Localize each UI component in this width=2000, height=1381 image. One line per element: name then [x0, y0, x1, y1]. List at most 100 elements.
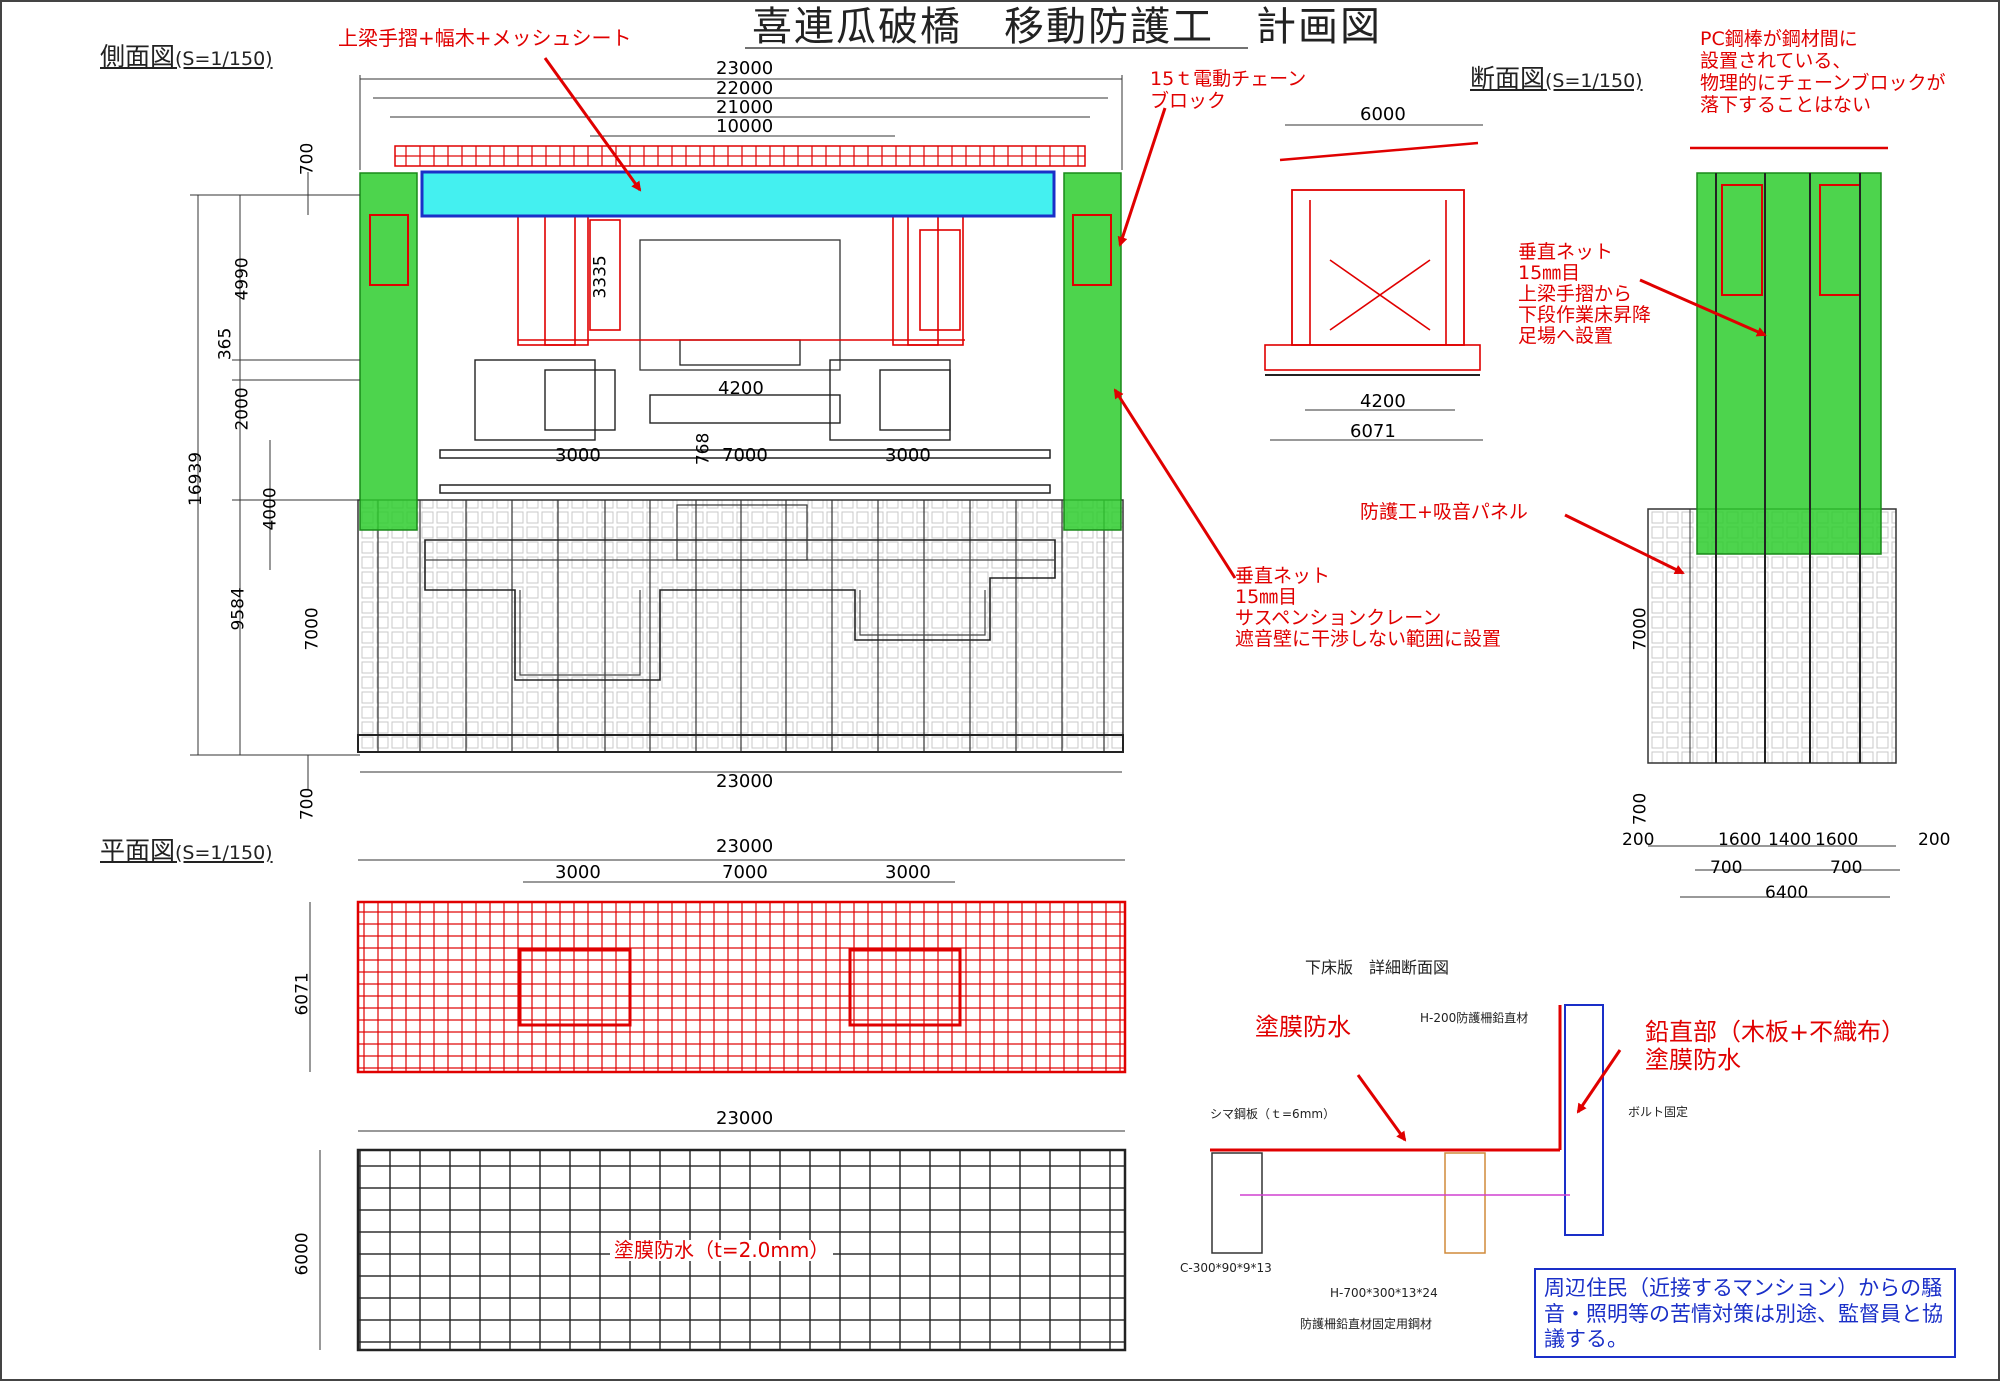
note-net-lower-1: 垂直ネット	[1235, 565, 1331, 587]
dim-left-700-bottom: 700	[297, 787, 318, 821]
note-vertical-2: 塗膜防水	[1645, 1046, 1741, 1074]
dim-left-365: 365	[215, 327, 236, 361]
dim-right-6400: 6400	[1765, 883, 1809, 903]
plan-view-upper-pier-left	[518, 948, 632, 1027]
detail-hbeam	[1444, 1152, 1486, 1254]
dim-right-1600-left: 1600	[1718, 830, 1762, 850]
plan-view-lower-dims	[319, 1130, 1125, 1350]
section-view-frame	[1291, 189, 1465, 346]
dim-inner-3000-right: 3000	[885, 445, 931, 466]
note-net-lower-4: 遮音壁に干渉しない範囲に設置	[1235, 628, 1502, 650]
side-view-scale: (S=1/150)	[175, 48, 273, 70]
dim-right-1600-right: 1600	[1815, 830, 1859, 850]
dim-plan-upper-6071: 6071	[292, 972, 313, 1016]
side-view-chain-block-right	[1072, 214, 1112, 286]
right-elevation-dims	[1648, 509, 1900, 898]
side-view-chain-block-left	[369, 214, 409, 286]
dim-inner-7000: 7000	[722, 445, 768, 466]
drawing-title: 喜連瓜破橋 移動防護工 計画図	[752, 4, 1382, 50]
dim-right-1400: 1400	[1768, 830, 1812, 850]
dim-plan-upper-7000: 7000	[722, 862, 768, 883]
section-view-top-beam	[1279, 141, 1479, 162]
section-view-name: 断面図	[1470, 64, 1546, 93]
dim-plan-upper-23000: 23000	[716, 836, 774, 857]
dim-inner-3000-left: 3000	[555, 445, 601, 466]
side-view-gantry-rail	[679, 339, 801, 366]
dim-left-9584: 9584	[228, 587, 249, 631]
arrow-net-upper	[1639, 278, 1767, 337]
side-view-heading: 側面図(S=1/150)	[100, 42, 273, 71]
dim-section-6071: 6071	[1350, 421, 1396, 442]
side-view-panel-posts	[377, 500, 1105, 752]
plan-view-upper-pier-right	[848, 948, 962, 1027]
detail-h200-post	[1564, 1004, 1604, 1236]
note-pc-bar-3: 物理的にチェーンブロックが	[1700, 72, 1946, 94]
dim-inner-4200: 4200	[718, 378, 764, 399]
note-vertical-1: 鉛直部（木板+不織布）	[1645, 1018, 1906, 1046]
dim-left-700-top: 700	[297, 142, 318, 176]
dim-top-22000: 22000	[716, 78, 774, 99]
arrow-panel	[1564, 513, 1685, 575]
residents-note: 周辺住民（近接するマンション）からの騒音・照明等の苦情対策は別途、監督員と協議す…	[1534, 1268, 1956, 1358]
arrow-chain-block	[1117, 107, 1167, 247]
note-net-upper-3: 上梁手摺から	[1518, 283, 1633, 305]
dim-right-700-left: 700	[1710, 858, 1743, 878]
plan-view-name: 平面図	[100, 836, 176, 865]
detail-channel	[1211, 1152, 1263, 1254]
side-view-suspension-frame	[676, 504, 808, 561]
side-view-walkway-lower	[439, 484, 1051, 494]
dim-plan-lower-23000: 23000	[716, 1108, 774, 1129]
note-chain-block-1: 15ｔ電動チェーン	[1150, 68, 1307, 90]
detail-label-h200: H-200防護柵鉛直材	[1420, 1011, 1529, 1025]
arrow-net-lower	[1113, 388, 1237, 579]
dim-left-4990: 4990	[232, 257, 253, 301]
dim-left-7000: 7000	[302, 607, 323, 651]
dim-plan-lower-6000: 6000	[292, 1232, 313, 1276]
arrow-vertical	[1576, 1049, 1622, 1114]
note-chain-block-2: ブロック	[1150, 90, 1227, 112]
section-view-scale: (S=1/150)	[1545, 70, 1643, 92]
note-pc-bar-1: PC鋼棒が鋼材間に	[1700, 28, 1858, 50]
dim-right-200-left: 200	[1622, 830, 1655, 850]
note-pc-bar-2: 設置されている、	[1700, 50, 1852, 72]
plan-view-upper-dims	[309, 859, 1125, 1072]
side-view-name: 側面図	[100, 42, 176, 71]
side-view	[190, 75, 1124, 790]
detail-label-fixing: 防護柵鉛直材固定用鋼材	[1300, 1317, 1433, 1331]
dim-plan-upper-3000-left: 3000	[555, 862, 601, 883]
detail-label-hbeam: H-700*300*13*24	[1330, 1286, 1438, 1300]
plan-view-upper-grid	[356, 900, 1127, 1074]
detail-label-bolt: ボルト固定	[1628, 1105, 1689, 1119]
side-view-dims-left	[190, 172, 360, 790]
side-view-top-beam	[420, 170, 1056, 218]
dim-left-4000: 4000	[260, 487, 281, 531]
right-elevation-posts	[1715, 173, 1861, 763]
dim-section-4200: 4200	[1360, 391, 1406, 412]
section-view-bracing	[1309, 200, 1447, 345]
callout-arrows	[543, 57, 1767, 1142]
note-plan-coating: 塗膜防水（t=2.0mm）	[610, 1240, 834, 1261]
note-pc-bar-4: 落下することはない	[1700, 94, 1872, 116]
dim-plan-upper-3000-right: 3000	[885, 862, 931, 883]
note-net-upper-2: 15㎜目	[1518, 262, 1581, 284]
detail-heading: 下床版 詳細断面図	[1305, 958, 1450, 977]
dim-top-23000: 23000	[716, 58, 774, 79]
dim-right-7000: 7000	[1630, 607, 1651, 651]
note-panel: 防護工+吸音パネル	[1360, 501, 1528, 523]
plan-view-scale: (S=1/150)	[175, 842, 273, 864]
note-coating: 塗膜防水	[1255, 1013, 1351, 1041]
dim-left-2000: 2000	[232, 387, 253, 431]
right-elevation-chain-block-left	[1721, 184, 1763, 296]
right-elevation	[1647, 146, 1900, 898]
section-view-base	[1264, 344, 1481, 371]
dim-top-10000: 10000	[716, 116, 774, 137]
section-view	[1264, 124, 1483, 441]
dim-right-700-right: 700	[1830, 858, 1863, 878]
detail-label-shima: シマ鋼板（ｔ=6mm）	[1210, 1107, 1336, 1121]
side-view-handrail	[394, 145, 1086, 167]
plan-view-upper	[309, 859, 1127, 1074]
dim-top-21000: 21000	[716, 97, 774, 118]
